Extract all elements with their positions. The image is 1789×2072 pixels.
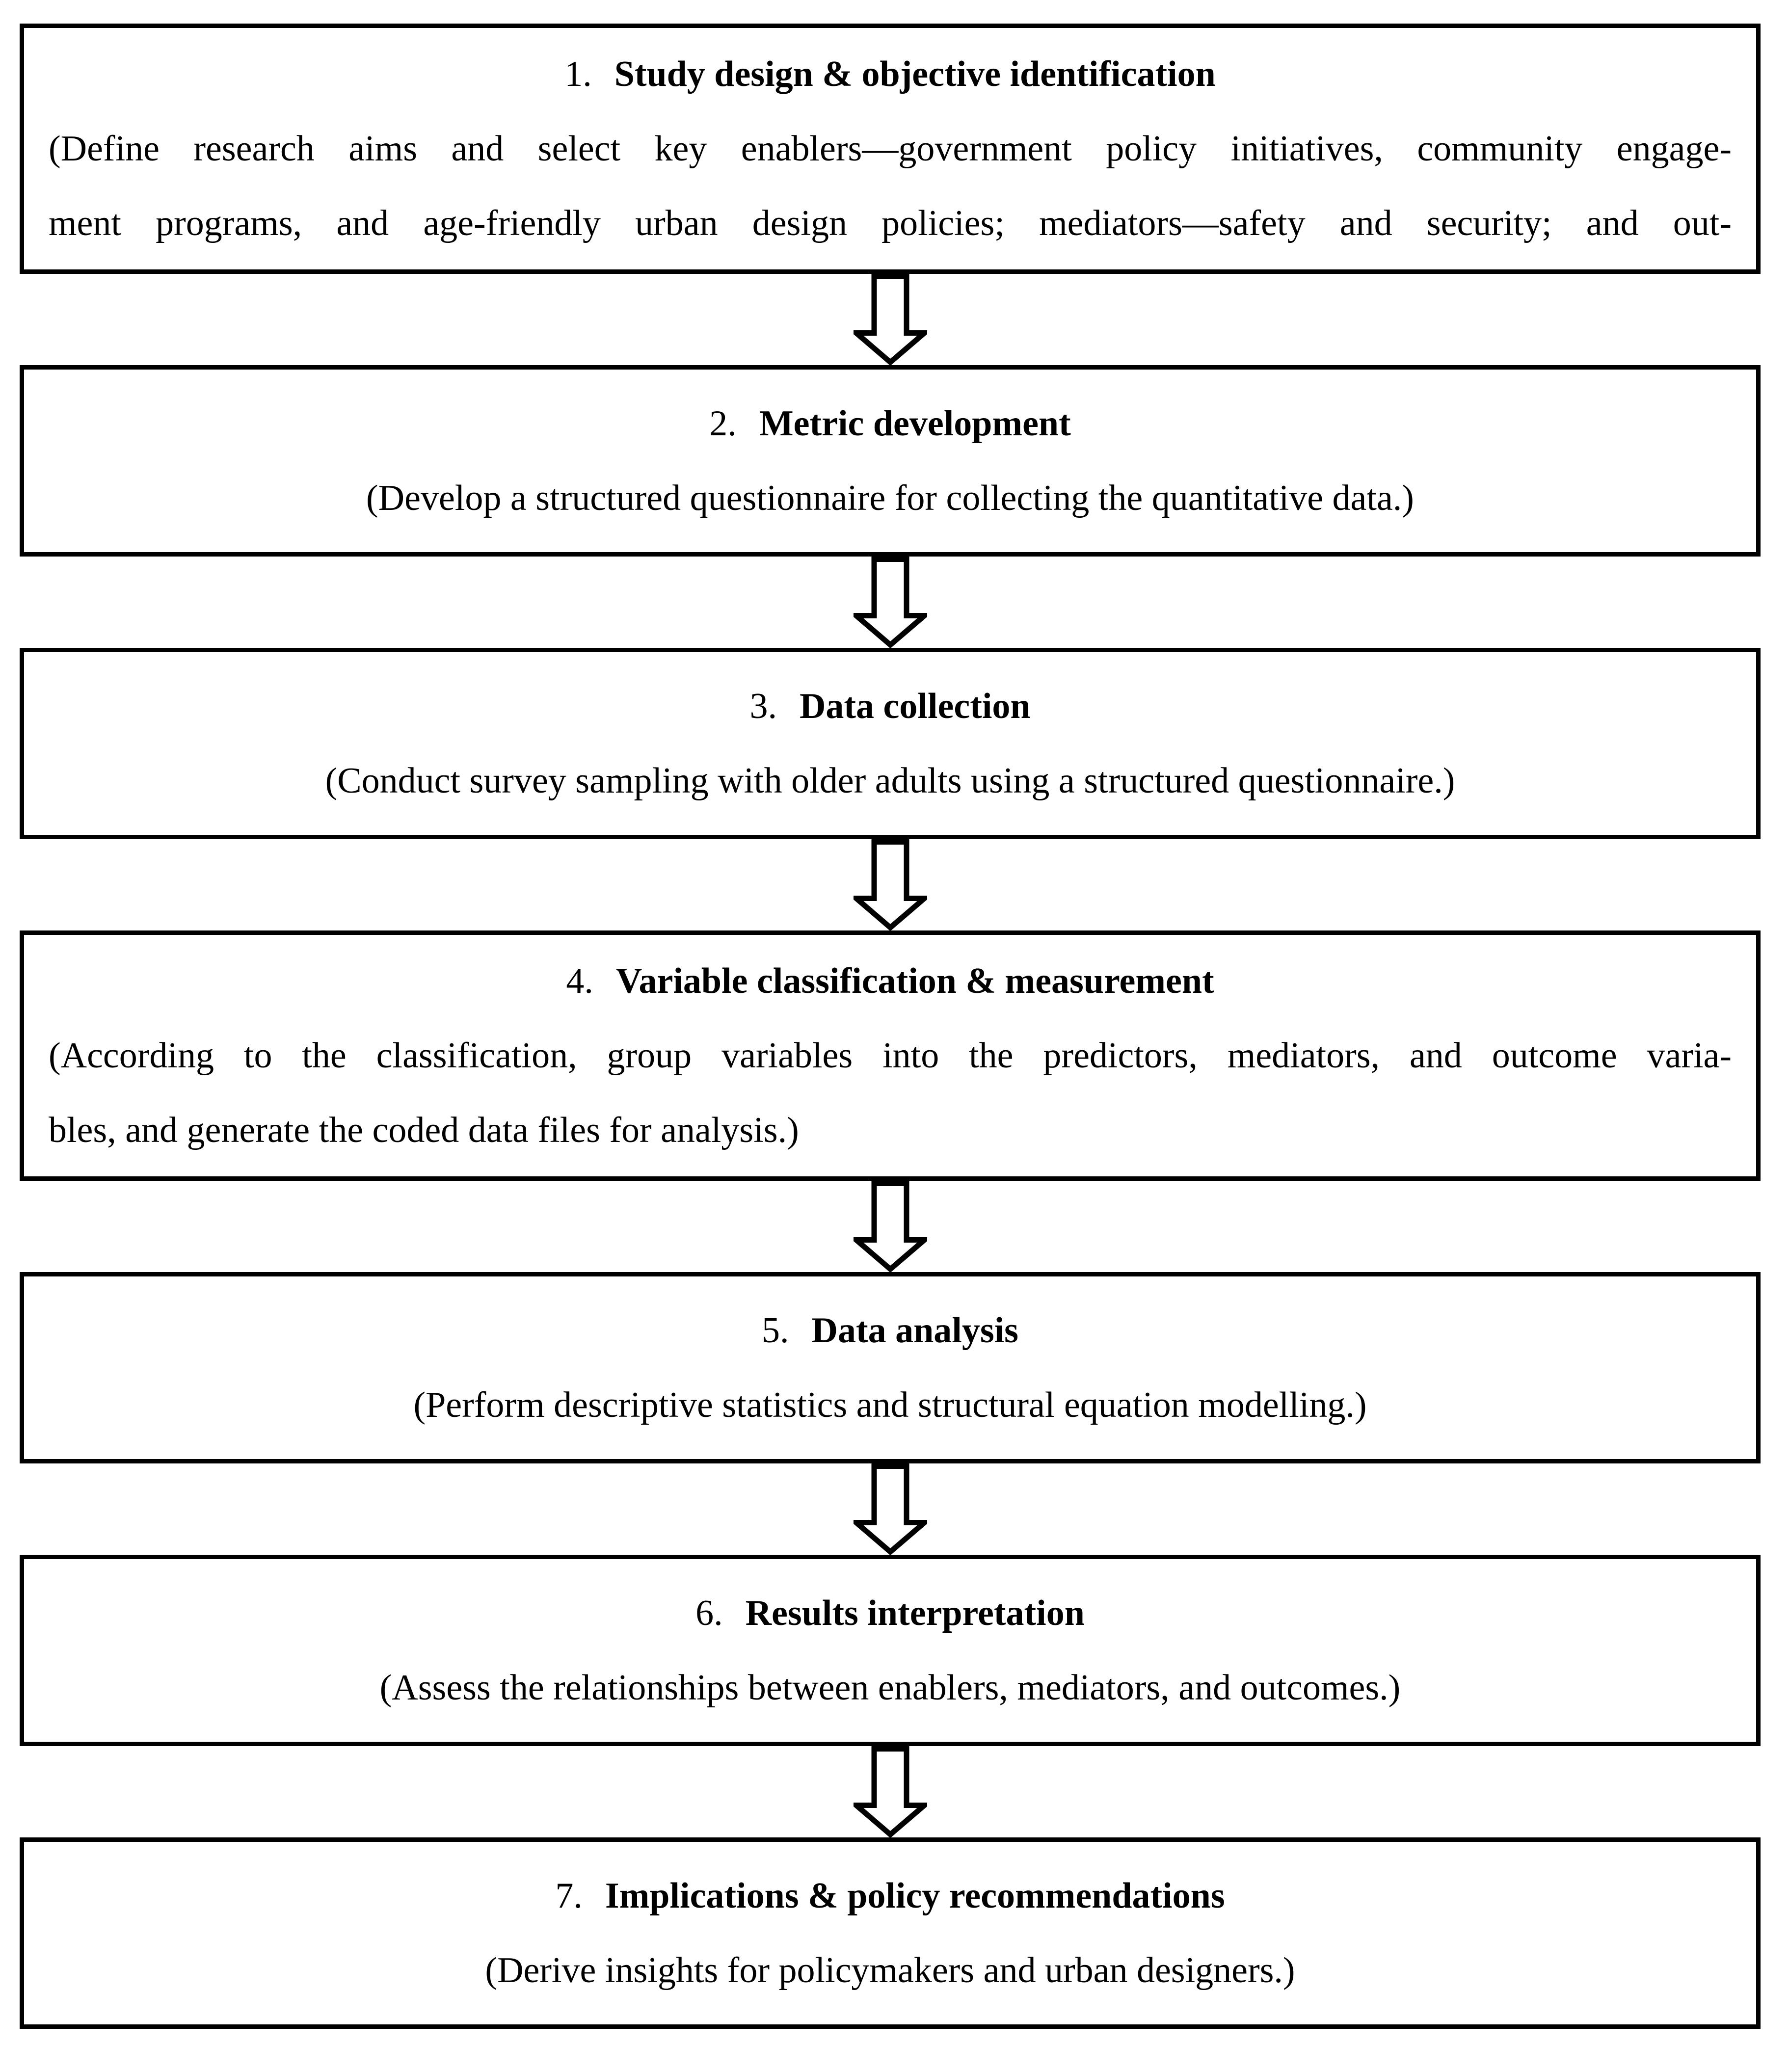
step-title: Variable classification & measurement [615, 961, 1214, 1001]
down-arrow-icon [853, 557, 927, 648]
step-number: 7. [555, 1876, 583, 1916]
step-body-line: (Conduct survey sampling with older adul… [325, 761, 1455, 801]
step-title: Data collection [799, 686, 1031, 726]
step-title-line: 4. Variable classification & measurement [49, 944, 1732, 1018]
arrow-gap [20, 557, 1761, 648]
step-body-line: ment programs, and age-friendly urban de… [49, 203, 1732, 243]
step-title: Implications & policy recommendations [605, 1876, 1225, 1916]
arrow-gap [20, 1181, 1761, 1272]
step-body-line: (Develop a structured questionnaire for … [366, 478, 1414, 518]
down-arrow-shape [853, 1181, 927, 1272]
step-title-line: 3. Data collection [49, 669, 1732, 744]
step-number: 3. [749, 686, 777, 726]
step-body-line: (Derive insights for policymakers and ur… [485, 1950, 1295, 1991]
step-box-5: 5. Data analysis (Perform descriptive sta… [20, 1272, 1761, 1463]
down-arrow-icon [853, 1181, 927, 1272]
step-box-3: 3. Data collection (Conduct survey sampli… [20, 648, 1761, 839]
step-box-6: 6. Results interpretation (Assess the rel… [20, 1555, 1761, 1746]
down-arrow-icon [853, 274, 927, 365]
step-title: Study design & objective identification [614, 54, 1216, 94]
down-arrow-icon [853, 1746, 927, 1837]
down-arrow-shape [853, 557, 927, 648]
arrow-gap [20, 839, 1761, 930]
step-number: 6. [695, 1593, 723, 1633]
step-box-1: 1. Study design & objective identificatio… [20, 24, 1761, 274]
down-arrow-icon [853, 839, 927, 930]
down-arrow-icon [853, 1463, 927, 1555]
step-box-4: 4.Variable classification & measurement … [20, 930, 1761, 1181]
step-box-2: 2. Metric development (Develop a structur… [20, 365, 1761, 557]
step-title-line: 1. Study design & objective identificatio… [49, 37, 1732, 111]
step-number: 2. [709, 403, 737, 444]
step-number: 5. [762, 1310, 789, 1351]
step-title: Results interpretation [745, 1593, 1085, 1633]
arrow-gap [20, 1463, 1761, 1555]
down-arrow-shape [853, 274, 927, 365]
arrow-gap [20, 1746, 1761, 1837]
down-arrow-shape [853, 1463, 927, 1555]
down-arrow-shape [853, 839, 927, 930]
step-title-line: 7. Implications & policy recommendations [49, 1859, 1732, 1933]
methodology-flowchart: 1. Study design & objective identificatio… [20, 24, 1761, 2029]
step-body-line: (Perform descriptive statistics and stru… [413, 1385, 1367, 1425]
down-arrow-shape [853, 1746, 927, 1837]
step-title-line: 2. Metric development [49, 386, 1732, 461]
step-number: 1. [564, 54, 592, 94]
step-body-line: bles, and generate the coded data files … [49, 1110, 799, 1150]
step-number: 4. [566, 961, 593, 1001]
step-body-line: (Assess the relationships between enable… [379, 1668, 1401, 1708]
step-title-line: 5. Data analysis [49, 1293, 1732, 1368]
step-title: Data analysis [811, 1310, 1018, 1351]
step-title: Metric development [759, 403, 1071, 444]
arrow-gap [20, 274, 1761, 365]
step-body-line: (According to the classification, group … [49, 1036, 1732, 1076]
step-box-7: 7.Implications & policy recommendations … [20, 1837, 1761, 2029]
step-body-line: (Define research aims and select key ena… [49, 129, 1732, 169]
step-title-line: 6. Results interpretation [49, 1576, 1732, 1650]
